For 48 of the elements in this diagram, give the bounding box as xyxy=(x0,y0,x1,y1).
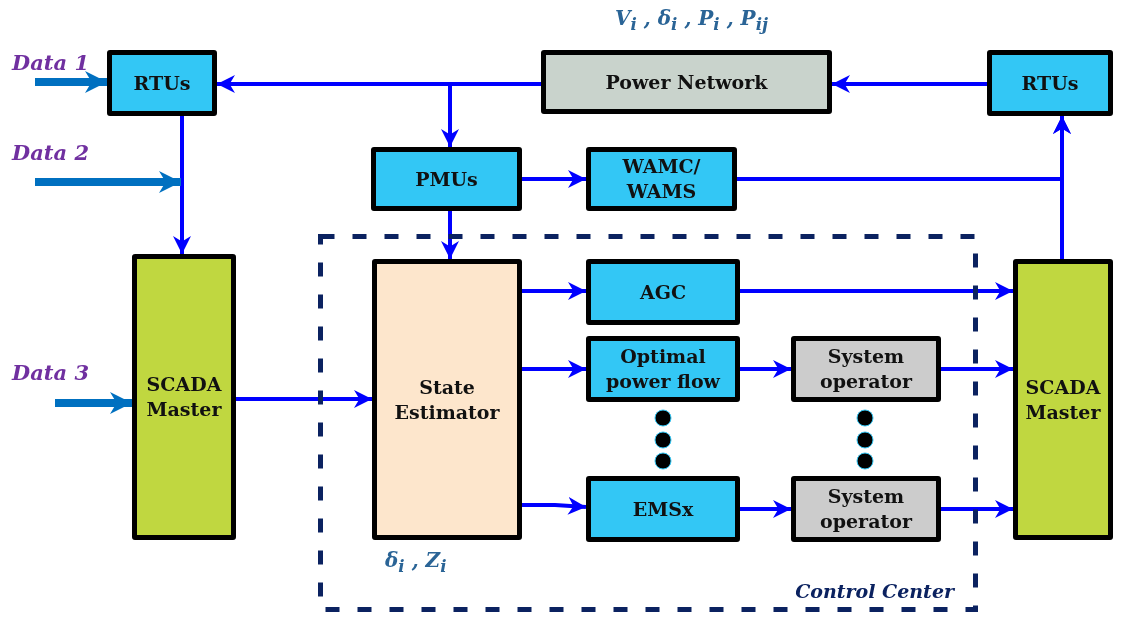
arrow xyxy=(740,282,1013,300)
process-box xyxy=(586,476,740,542)
process-box xyxy=(586,147,737,211)
arrow xyxy=(173,116,191,254)
box-label: Power Network xyxy=(605,69,768,95)
box-label: WAMC/ WAMS xyxy=(621,154,702,204)
process-box xyxy=(586,336,740,402)
box-label: State Estimator xyxy=(393,374,501,425)
arrow xyxy=(522,496,587,515)
arrow xyxy=(941,360,1013,378)
operator-box xyxy=(791,476,941,542)
arrow xyxy=(236,390,372,408)
arrow xyxy=(522,170,586,188)
variable-label: δ$_{i}$ , Z$_{i}$ xyxy=(385,548,447,576)
arrow xyxy=(522,360,586,378)
box-label: EMSx xyxy=(632,496,694,522)
process-box xyxy=(987,50,1113,116)
process-box xyxy=(371,147,522,211)
box-label: Optimal power flow xyxy=(605,344,722,394)
box-label: AGC xyxy=(639,279,687,305)
arrow xyxy=(740,500,791,518)
box-label: SCADA Master xyxy=(1024,374,1102,425)
operator-box xyxy=(791,336,941,402)
arrow xyxy=(522,282,586,300)
process-box xyxy=(372,259,522,540)
box-label: System operator xyxy=(819,344,914,394)
arrow xyxy=(1053,116,1071,259)
dashed-region xyxy=(318,234,978,612)
arrow xyxy=(441,82,541,147)
box-label: PMUs xyxy=(415,166,478,192)
master-bar xyxy=(132,254,236,540)
process-box xyxy=(107,50,217,116)
region-label: Control Center xyxy=(795,580,954,602)
master-bar xyxy=(1013,259,1113,540)
process-box xyxy=(586,259,740,325)
box-label: System operator xyxy=(819,484,914,534)
input-label: Data 1 xyxy=(12,50,90,75)
arrow xyxy=(441,211,459,259)
input-label: Data 3 xyxy=(12,360,90,385)
variable-label: V$_{i}$ , δ$_{i}$ , P$_{i}$ , P$_{ij}$ xyxy=(615,6,768,34)
box-label: SCADA Master xyxy=(145,372,223,422)
process-box xyxy=(541,50,832,114)
box-label: RTUs xyxy=(1021,70,1079,96)
arrow xyxy=(832,75,987,93)
arrow xyxy=(740,360,791,378)
input-label: Data 2 xyxy=(12,140,90,165)
box-label: RTUs xyxy=(133,70,191,96)
arrow xyxy=(941,500,1013,518)
